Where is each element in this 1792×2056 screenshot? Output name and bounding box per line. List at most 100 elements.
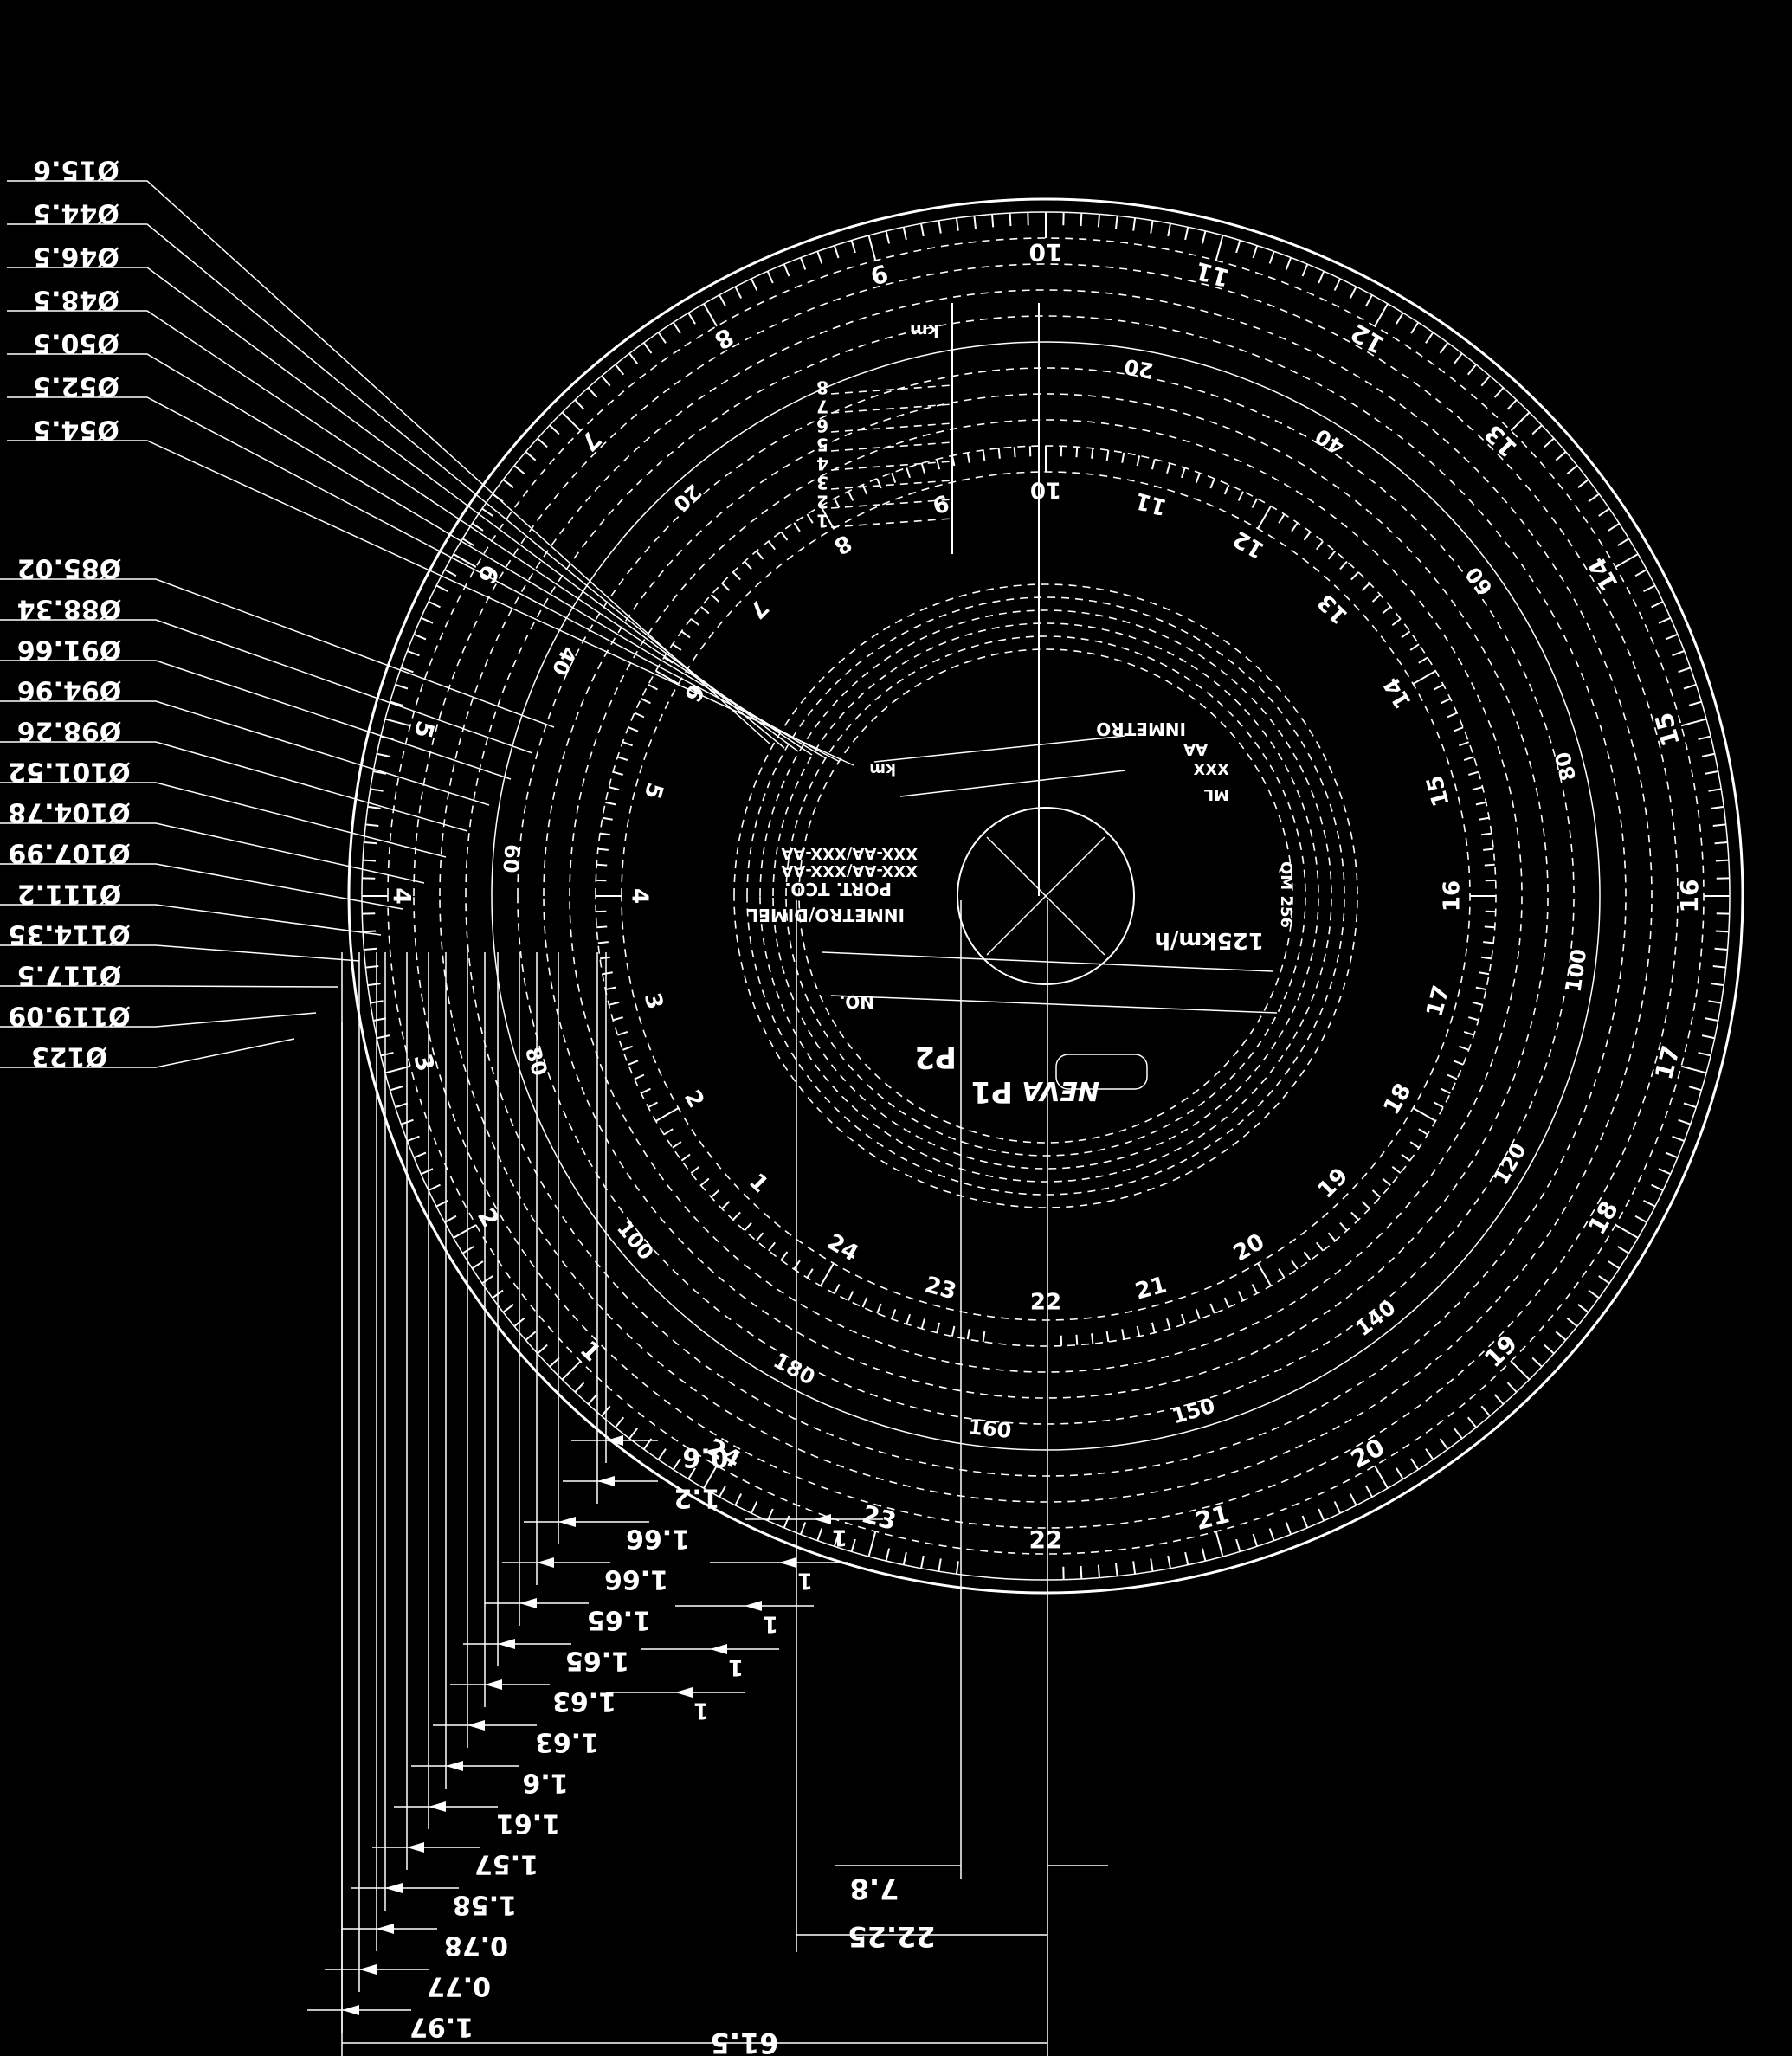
inner-tick [1327, 551, 1337, 560]
dimension-label-overall: 61.5 [711, 2027, 779, 2056]
outer-tick [1349, 286, 1357, 299]
inner-tick [1480, 832, 1492, 836]
hour-label: 12 [1346, 318, 1389, 359]
inner-tick [602, 816, 613, 821]
inner-tick [599, 956, 611, 960]
ring-dashed-5 [517, 367, 1575, 1425]
outer-tick [537, 1344, 548, 1355]
hour-label: 3 [408, 1051, 440, 1074]
inner-tick [1151, 459, 1156, 470]
outer-tick [1555, 1331, 1567, 1341]
outer-tick [719, 1485, 727, 1498]
outer-tick [549, 1357, 560, 1368]
leader-line [0, 1012, 317, 1028]
outer-tick [1714, 841, 1728, 845]
arrowhead [597, 1476, 615, 1486]
outer-tick [1531, 424, 1543, 435]
outer-tick [428, 1183, 441, 1192]
inner-tick [663, 1128, 674, 1136]
hour-label: 22 [1029, 1525, 1063, 1554]
hour-label: 12 [1229, 525, 1269, 563]
outer-tick [502, 1303, 514, 1313]
inner-tick [700, 1177, 710, 1187]
diameter-label: Ø117.5 [17, 960, 121, 990]
speed-label: 40 [547, 642, 582, 679]
outer-tick [453, 553, 477, 568]
inner-tick [1181, 467, 1186, 479]
inner-tick [1251, 498, 1259, 508]
odometer-digit: 4 [816, 454, 828, 474]
outer-tick [407, 1135, 420, 1143]
speed-rating: 125km/h [1154, 927, 1264, 953]
outer-tick [587, 387, 598, 398]
hour-label: 11 [1192, 256, 1232, 293]
outer-tick [461, 538, 474, 546]
outer-tick [1132, 217, 1137, 231]
inner-tick [780, 531, 789, 541]
outer-tick [1643, 1199, 1656, 1208]
inner-tick [876, 1303, 882, 1314]
inner-tick [936, 459, 941, 470]
arrowhead [498, 1639, 515, 1649]
outer-tick [420, 1168, 434, 1176]
outer-tick [1683, 1102, 1697, 1109]
inner-tick [1475, 801, 1486, 806]
leader-line [0, 578, 555, 728]
outer-tick [367, 983, 381, 987]
center-ring-2 [746, 596, 1345, 1196]
dimension-label: 1.63 [535, 1727, 599, 1757]
dimension-label: 1.2 [674, 1483, 719, 1513]
inner-tick [1339, 1221, 1348, 1232]
outer-tick [1396, 312, 1404, 325]
inner-tick [1237, 1291, 1244, 1301]
outer-tick [407, 649, 420, 657]
outer-tick [973, 216, 977, 229]
odometer-line [830, 499, 953, 509]
outer-tick [1150, 1558, 1154, 1572]
dimension-label: 1.66 [604, 1564, 668, 1595]
speed-label: 150 [1170, 1394, 1218, 1429]
inner-tick [1391, 618, 1402, 627]
outer-tick [1252, 1533, 1259, 1547]
outer-tick [384, 718, 411, 727]
ml-right: ML [1204, 785, 1229, 803]
disc-outer-rim [347, 197, 1744, 1595]
inner-tick [1105, 449, 1110, 461]
side-code: QM 256 [1277, 861, 1295, 928]
inner-tick [966, 1329, 970, 1340]
brand-logo: NEVA [1022, 1075, 1099, 1105]
diameter-label: Ø94.96 [17, 675, 121, 706]
hour-label: 15 [1421, 772, 1454, 809]
inner-tick [1463, 756, 1474, 761]
outer-tick [481, 1275, 493, 1285]
inner-tick [891, 473, 897, 483]
dimension-label: 1.63 [552, 1686, 616, 1717]
odometer-line [830, 441, 953, 452]
outer-tick [615, 1416, 625, 1428]
outer-tick [1184, 1551, 1189, 1565]
dimension-label: 1.61 [496, 1808, 560, 1839]
center-hole [957, 807, 1135, 985]
outer-tick [373, 770, 387, 775]
outer-tick [1680, 1065, 1707, 1074]
outer-tick [833, 245, 840, 259]
outer-tick [400, 667, 414, 674]
hour-label: 18 [1379, 1080, 1417, 1119]
outer-tick [1608, 1260, 1621, 1270]
dimension-label: 22.25 [848, 1920, 935, 1953]
hour-label: 11 [1132, 487, 1170, 519]
outer-tick [373, 1017, 387, 1022]
outer-tick [1201, 1548, 1207, 1562]
outer-tick [1410, 1458, 1420, 1471]
outer-tick [850, 240, 856, 254]
hour-label: 21 [1132, 1272, 1170, 1305]
outer-tick [1672, 649, 1685, 657]
inner-tick [793, 522, 801, 532]
inner-tick [732, 1211, 741, 1221]
outer-tick [766, 270, 774, 284]
hour-label: 10 [1029, 238, 1063, 267]
inner-tick [1484, 863, 1495, 867]
inner-tick [1291, 1260, 1299, 1270]
hour-label: 16 [1440, 880, 1466, 912]
